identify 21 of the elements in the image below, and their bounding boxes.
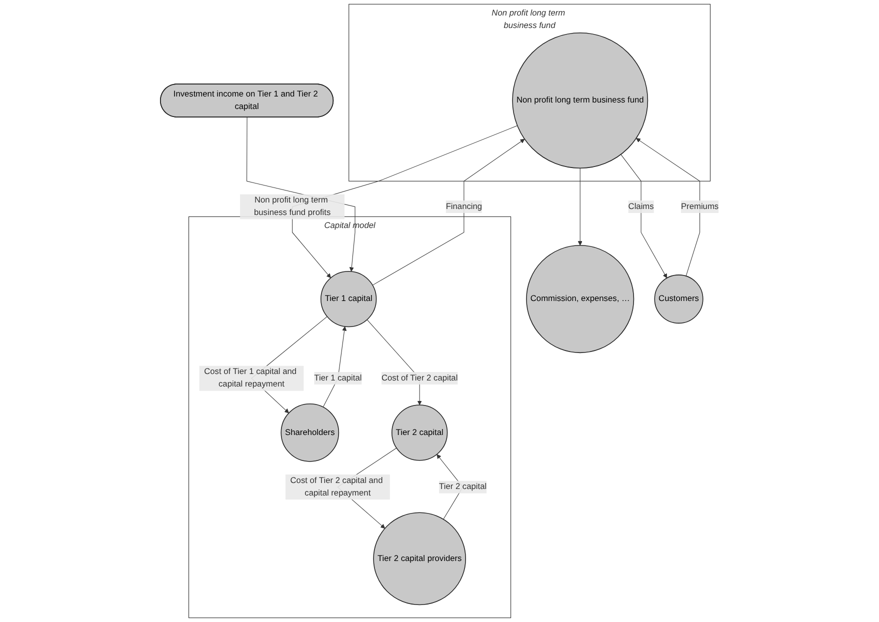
node-circle: Tier 1 capital [320,270,377,328]
arrow [372,138,525,286]
node-circle: Commission, expenses, … [526,245,634,354]
arrow [292,125,518,278]
edge-label: Claims [628,202,654,211]
edge-label: Premiums [680,202,719,211]
edge-label: Tier 1 capital [314,374,362,382]
edge-label: Financing [446,202,482,211]
arrow [636,138,700,276]
node-circle: Shareholders [280,404,340,462]
node-circle: Non profit long term business fund [512,32,648,168]
edge-label: Tier 2 capital [439,482,487,492]
node-circle: Tier 2 capital providers [373,512,466,606]
node-circle: Customers [654,274,704,324]
arrow [620,154,668,278]
edge-label: Cost of Tier 1 capital and capital repayment [204,367,297,389]
edge-label: Non profit long term business fund profits [254,196,331,218]
edge-label: Cost of Tier 2 capital [381,374,458,382]
arrow [578,168,582,246]
node-circle: Tier 2 capital [392,404,448,461]
edge-label: Cost of Tier 2 capital and capital repayment [290,476,383,498]
